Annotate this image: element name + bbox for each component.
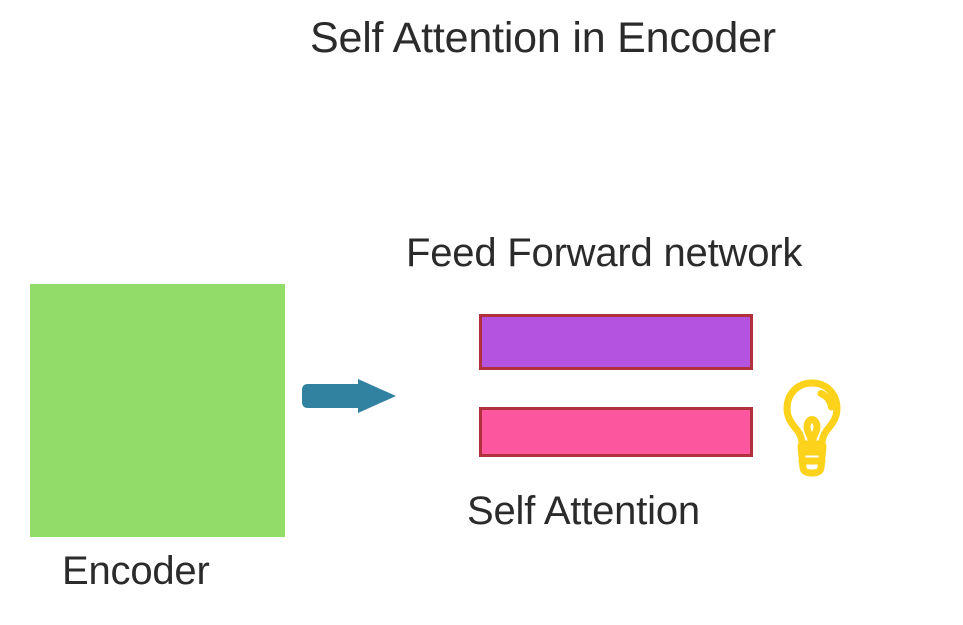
lightbulb-icon [783,379,841,477]
page-title: Self Attention in Encoder [310,14,776,62]
arrow-right-icon [302,379,396,413]
feed-forward-network-label: Feed Forward network [406,231,803,275]
encoder-block [30,284,285,537]
feed-forward-network-block [479,314,753,370]
self-attention-label: Self Attention [467,489,700,533]
self-attention-block [479,407,753,457]
encoder-label: Encoder [62,549,210,593]
